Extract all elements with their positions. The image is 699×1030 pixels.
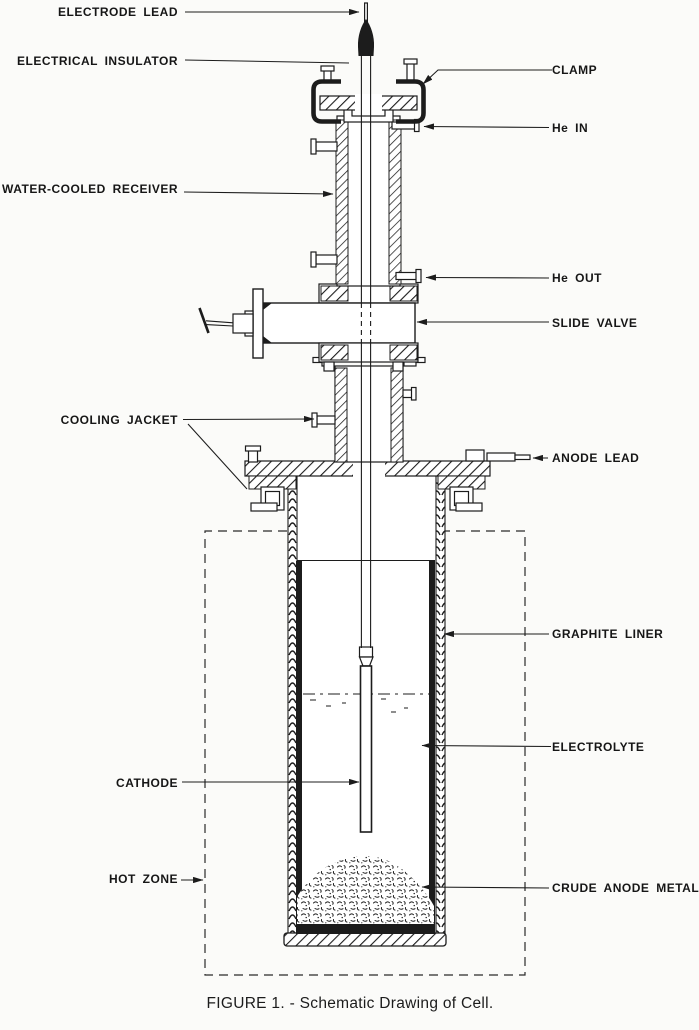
electrode-rod	[360, 54, 372, 648]
label-water-cooled-receiver: WATER-COOLED RECEIVER	[2, 182, 178, 196]
label-anode-lead: ANODE LEAD	[552, 451, 640, 465]
clamp-left	[311, 65, 341, 124]
figure-caption: FIGURE 1. - Schematic Drawing of Cell.	[206, 995, 494, 1012]
label-cooling-jacket: COOLING JACKET	[60, 413, 178, 427]
label-graphite-liner: GRAPHITE LINER	[552, 627, 664, 641]
graphite-liner-part	[296, 559, 435, 934]
electrical-insulator-part	[357, 19, 375, 56]
electrolyte-level	[303, 693, 430, 713]
callout-leaders	[181, 8, 552, 891]
he-out-port	[395, 268, 422, 284]
label-electrode-lead: ELECTRODE LEAD	[57, 5, 178, 19]
crucible-vessel	[283, 475, 447, 947]
slide-valve-part	[198, 283, 419, 372]
label-he-out: He OUT	[552, 271, 603, 285]
cooling-jacket-part	[311, 353, 426, 463]
label-cathode: CATHODE	[116, 776, 178, 790]
water-cooled-receiver-part	[310, 108, 422, 287]
hot-zone-boundary	[204, 530, 526, 976]
label-clamp: CLAMP	[552, 63, 598, 77]
clamp-right	[396, 58, 426, 124]
label-crude-anode-metal: CRUDE ANODE METAL	[552, 881, 699, 895]
crude-anode-metal-pile	[297, 856, 434, 924]
anode-lead-part	[465, 449, 531, 462]
label-electrolyte: ELECTROLYTE	[552, 740, 645, 754]
label-slide-valve: SLIDE VALVE	[552, 316, 638, 330]
label-he-in: He IN	[552, 121, 589, 135]
cathode-part	[358, 646, 374, 833]
vessel-top-flange	[244, 445, 531, 512]
label-electrical-insulator: ELECTRICAL INSULATOR	[16, 54, 178, 68]
label-hot-zone: HOT ZONE	[109, 872, 178, 886]
